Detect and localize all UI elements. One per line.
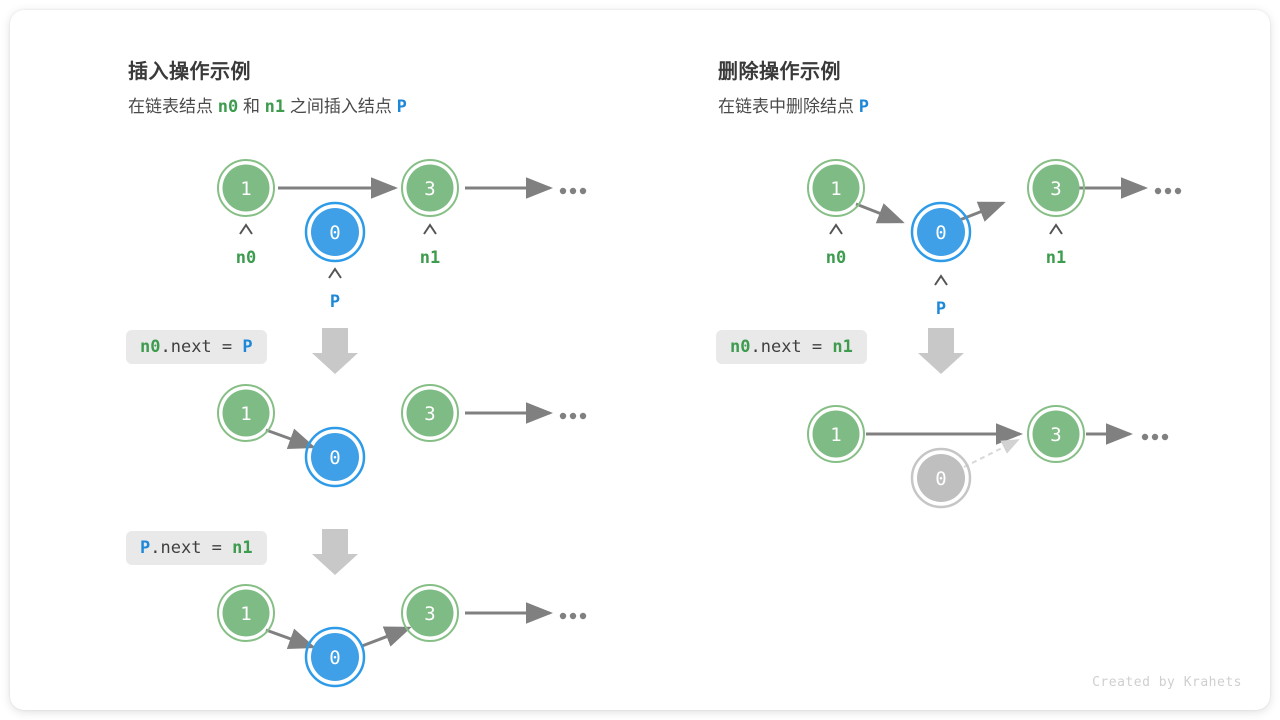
code-token-next: .next = [750, 337, 833, 357]
node-value: 0 [329, 647, 340, 669]
code-token-n1: n1 [832, 337, 853, 357]
node-value: 3 [424, 403, 435, 425]
node-1: 1 [807, 405, 865, 463]
code-token-p: P [140, 538, 151, 558]
node-value: 3 [424, 178, 435, 200]
code-box-insert-step2: n0.next = P [126, 330, 267, 365]
panel-insert-title: 插入操作示例 [128, 61, 251, 83]
code-token-n1: n1 [232, 538, 253, 558]
insert-step-3-group: 1 0 3 [217, 584, 587, 688]
subtitle-seg: 之间插入结点 [285, 97, 397, 116]
insert-diagram-svg: 1 n0 0 P 3 n1 [217, 159, 587, 688]
node-0: 0 [910, 201, 972, 263]
node-value: 0 [935, 468, 946, 490]
node-value: 3 [1050, 424, 1061, 446]
panel-delete-subtitle: 在链表中删除结点 P [718, 92, 869, 117]
subtitle-seg: 和 [238, 97, 265, 116]
subtitle-token-p: P [396, 97, 407, 117]
pointer-caret-n1 [423, 223, 437, 235]
node-value: 1 [830, 178, 841, 200]
node-value: 1 [240, 178, 251, 200]
node-value: 3 [424, 603, 435, 625]
code-box-insert-step3: P.next = n1 [126, 531, 267, 566]
delete-diagram-svg: 1 n0 0 P 3 n1 [807, 159, 1182, 509]
step-arrow-down-icon [918, 328, 964, 374]
pointer-caret-p [934, 274, 948, 286]
node-value: 1 [830, 424, 841, 446]
panel-delete-title: 删除操作示例 [718, 61, 841, 83]
pointer-label-n1: n1 [1046, 248, 1066, 268]
node-1: 1 [807, 159, 865, 217]
step-arrow-down-icon [312, 529, 358, 575]
panel-insert: 插入操作示例 在链表结点 n0 和 n1 之间插入结点 P n0.next = … [10, 10, 610, 710]
node-value: 0 [329, 222, 340, 244]
node-3: 3 [401, 159, 459, 217]
ellipsis-dots [1154, 187, 1182, 195]
node-value: 1 [240, 403, 251, 425]
edge-n0-to-p [855, 202, 905, 224]
node-3: 3 [1027, 159, 1085, 217]
subtitle-token-p: P [858, 97, 869, 117]
pointer-label-p: P [936, 299, 946, 319]
panel-delete: 删除操作示例 在链表中删除结点 P n0.next = n1 1 [600, 10, 1270, 710]
pointer-caret-n0 [829, 223, 843, 235]
edge-deleted-node-dashed [963, 439, 1020, 468]
node-0: 0 [304, 201, 366, 263]
watermark-credit: Created by Krahets [1092, 675, 1242, 690]
delete-step-1-group: 1 n0 0 P 3 n1 [807, 159, 1182, 319]
code-token-n0: n0 [140, 337, 161, 357]
node-value: 1 [240, 603, 251, 625]
ellipsis-dots [1141, 433, 1169, 441]
ellipsis-dots [559, 187, 587, 195]
insert-step-1-group: 1 n0 0 P 3 n1 [217, 159, 587, 312]
node-1: 1 [217, 384, 275, 442]
node-1: 1 [217, 159, 275, 217]
subtitle-seg: 在链表中删除结点 [718, 97, 859, 116]
delete-step-2-group: 1 0 3 [807, 405, 1169, 509]
node-0: 0 [304, 426, 366, 488]
diagram-card: 插入操作示例 在链表结点 n0 和 n1 之间插入结点 P n0.next = … [10, 10, 1270, 710]
edge-p-to-n1 [361, 626, 412, 648]
pointer-caret-n0 [239, 223, 253, 235]
node-3: 3 [401, 384, 459, 442]
ellipsis-dots [559, 412, 587, 420]
pointer-caret-n1 [1049, 223, 1063, 235]
node-value: 0 [329, 447, 340, 469]
subtitle-seg: 在链表结点 [128, 97, 218, 116]
step-arrow-down-icon [312, 328, 358, 374]
edge-n0-to-p [265, 428, 316, 449]
insert-step-2-group: 1 0 3 [217, 384, 587, 488]
subtitle-token-n0: n0 [217, 97, 239, 117]
edge-n0-to-p [265, 628, 316, 649]
edge-p-to-n1 [956, 201, 1006, 223]
node-value: 0 [935, 222, 946, 244]
subtitle-token-n1: n1 [264, 97, 286, 117]
code-token-p: P [242, 337, 253, 357]
pointer-label-n1: n1 [420, 248, 440, 268]
pointer-label-n0: n0 [826, 248, 846, 268]
code-box-delete-step2: n0.next = n1 [716, 330, 867, 365]
node-0-deleted: 0 [910, 447, 972, 509]
code-token-next: .next = [150, 538, 233, 558]
node-3: 3 [401, 584, 459, 642]
code-token-next: .next = [160, 337, 243, 357]
node-1: 1 [217, 584, 275, 642]
panel-insert-subtitle: 在链表结点 n0 和 n1 之间插入结点 P [128, 92, 407, 117]
node-value: 3 [1050, 178, 1061, 200]
pointer-label-p: P [330, 292, 340, 312]
code-token-n0: n0 [730, 337, 751, 357]
node-3: 3 [1027, 405, 1085, 463]
pointer-caret-p [328, 267, 342, 279]
pointer-label-n0: n0 [236, 248, 256, 268]
node-0: 0 [304, 626, 366, 688]
ellipsis-dots [559, 612, 587, 620]
